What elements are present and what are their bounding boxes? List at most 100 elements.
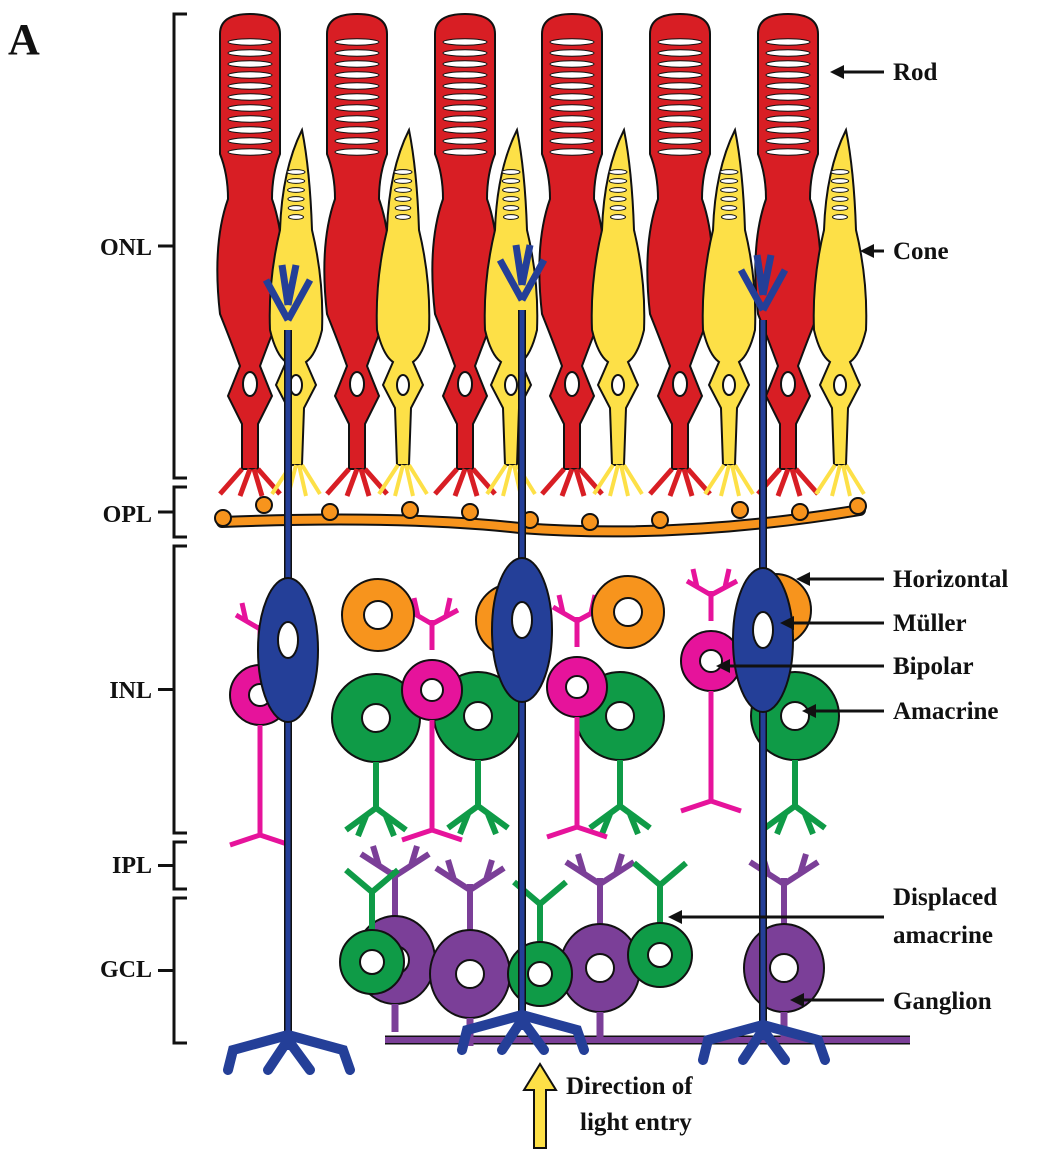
cone-disk (289, 215, 304, 220)
rod-disk (228, 61, 272, 67)
cone-cell (270, 130, 323, 496)
displaced-amacrine-cell (508, 882, 572, 1006)
rod-disk (550, 72, 594, 78)
cone-disk (503, 206, 519, 211)
rod-disk (550, 127, 594, 133)
cone-cell (814, 130, 867, 496)
rod-disk (228, 138, 272, 144)
cone-disk (832, 188, 849, 193)
amacrine-nucleus (781, 702, 809, 730)
rod-disk (228, 72, 272, 78)
cone-disk (609, 170, 627, 175)
amacrine-arbor (448, 760, 508, 834)
ganglion-cell (744, 854, 824, 1040)
label-displaced-amacrine-line1: Displaced (893, 884, 997, 911)
cone-nucleus (723, 375, 735, 395)
cone-disk (610, 197, 626, 202)
bracket-opl (158, 487, 187, 537)
horizontal-dendrite-bulb (652, 512, 668, 528)
rod-disk (443, 50, 487, 56)
rod-body (647, 14, 712, 469)
rod-disk (335, 72, 379, 78)
bipolar-axon (681, 691, 741, 811)
rod-disk (443, 72, 487, 78)
horizontal-dendrite-bulb (402, 502, 418, 518)
rod-disk (658, 94, 702, 100)
muller-endfeet (462, 1015, 584, 1050)
rod-disk (443, 127, 487, 133)
rod-disk (443, 94, 487, 100)
layer-labels: ONL OPL INL IPL GCL (100, 235, 152, 983)
cone-disk (610, 188, 627, 193)
rod-disk (658, 138, 702, 144)
label-rod: Rod (893, 59, 938, 86)
horizontal-dendrite-bulb (850, 498, 866, 514)
cone-cell (703, 130, 756, 496)
horizontal-nucleus (614, 598, 642, 626)
cell-labels: Rod Cone Horizontal Müller Bipolar Amacr… (893, 59, 1008, 1015)
rod-disk (550, 116, 594, 122)
cone-disk (504, 215, 519, 220)
rod-disk (658, 61, 702, 67)
rod-disk (335, 83, 379, 89)
label-amacrine: Amacrine (893, 698, 999, 725)
rod-disk (228, 83, 272, 89)
rod-disk (766, 50, 810, 56)
rod-disk (550, 149, 594, 155)
rod-disk (658, 83, 702, 89)
amacrine-nucleus (362, 704, 390, 732)
cone-disk (609, 179, 626, 184)
label-horizontal: Horizontal (893, 566, 1008, 593)
cone-terminal (705, 465, 753, 496)
horizontal-dendrite-bulb (322, 504, 338, 520)
bipolar-axon (230, 725, 290, 845)
light-label-line1: Direction of (566, 1073, 693, 1100)
rod-disk (658, 72, 702, 78)
cone-disk (721, 188, 738, 193)
cone-disk (288, 197, 304, 202)
rod-disk (550, 94, 594, 100)
rod-disk (228, 116, 272, 122)
cone-disk (502, 179, 519, 184)
bracket-onl (158, 14, 187, 478)
rod-cell (539, 14, 604, 496)
horizontal-dendrite-bulb (732, 502, 748, 518)
layer-label-inl: INL (109, 678, 152, 704)
rod-disk (658, 127, 702, 133)
muller-nucleus (278, 622, 298, 658)
label-cone: Cone (893, 238, 949, 265)
cone-disk (721, 197, 737, 202)
rod-disk (443, 61, 487, 67)
amacrine-nucleus (606, 702, 634, 730)
cone-disk (611, 215, 626, 220)
cone-disk (395, 206, 411, 211)
cone-disk (721, 206, 737, 211)
layer-label-gcl: GCL (100, 957, 152, 983)
rod-disk (766, 116, 810, 122)
cone-nucleus (612, 375, 624, 395)
displaced-amacrine-nucleus (648, 943, 672, 967)
bipolar-dendrites (408, 598, 458, 650)
bracket-inl (158, 546, 187, 833)
rod-body (539, 14, 604, 469)
cone-disk (287, 179, 304, 184)
amacrine-arbor (346, 762, 406, 836)
horizontal-dendrite-bulb (792, 504, 808, 520)
bracket-ipl (158, 842, 187, 889)
rod-nucleus (673, 372, 687, 396)
bipolar-dendrites (687, 569, 737, 621)
rod-disk (443, 39, 487, 45)
rod-body (217, 14, 282, 469)
cone-nucleus (397, 375, 409, 395)
rod-disk (443, 138, 487, 144)
bipolar-nucleus (566, 676, 588, 698)
rod-disk (443, 105, 487, 111)
rod-cell (647, 14, 712, 496)
label-muller: Müller (893, 610, 967, 637)
rod-disk (228, 39, 272, 45)
layer-brackets (158, 14, 187, 1043)
rod-terminal (650, 469, 710, 496)
layer-label-onl: ONL (100, 235, 152, 261)
cone-disk (287, 170, 305, 175)
muller-nucleus (753, 612, 773, 648)
